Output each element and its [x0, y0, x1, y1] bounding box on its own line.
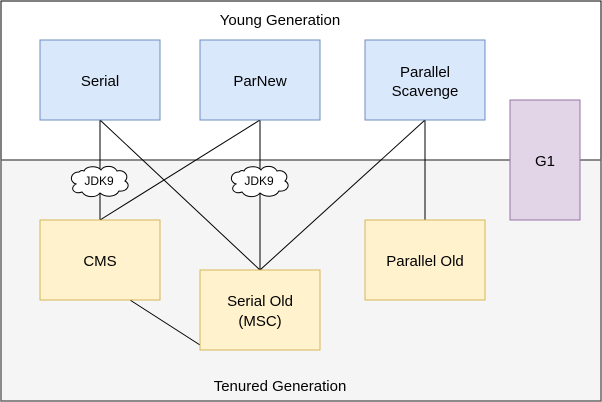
parallel-old-box: Parallel Old: [364, 219, 486, 301]
serial-old-box: Serial Old (MSC): [199, 269, 321, 351]
parnew-box: ParNew: [199, 39, 321, 121]
jdk9-cloud-2: JDK9: [231, 165, 289, 198]
serial-box: Serial: [39, 39, 161, 121]
jdk9-label: JDK9: [244, 174, 274, 188]
cloud-icon: [231, 165, 289, 198]
serial-label: Serial: [81, 73, 119, 90]
serial-old-label-line2: (MSC): [238, 313, 281, 330]
young-generation-label: Young Generation: [220, 12, 340, 29]
cms-box: CMS: [39, 219, 161, 301]
g1-box: G1: [509, 99, 581, 221]
serial-old-label-line1: Serial Old: [227, 293, 293, 310]
cloud-icon: [71, 165, 129, 198]
cms-label: CMS: [83, 253, 116, 270]
tenured-generation-label: Tenured Generation: [214, 378, 347, 395]
parnew-label: ParNew: [233, 73, 287, 90]
connector-serial-serial-old: [99, 119, 261, 271]
connectors: [99, 119, 426, 346]
jdk9-label: JDK9: [84, 174, 114, 188]
parallel-old-label: Parallel Old: [386, 253, 464, 270]
connector-cms-serial-old: [129, 299, 201, 346]
parallel-scavenge-box: Parallel Scavenge: [364, 39, 486, 121]
connector-parnew-cms: [99, 119, 261, 221]
jdk9-cloud-1: JDK9: [71, 165, 129, 198]
connector-parallel-scavenge-serial-old: [259, 119, 426, 271]
g1-label: G1: [535, 153, 555, 170]
parallel-scavenge-label-line1: Parallel: [400, 64, 450, 81]
parallel-scavenge-label-line2: Scavenge: [392, 83, 459, 100]
